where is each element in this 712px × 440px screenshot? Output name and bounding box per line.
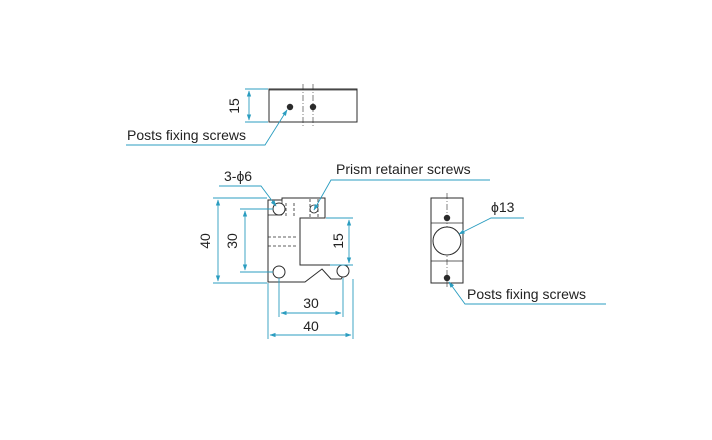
dim-width-30: 30 (303, 295, 319, 311)
front-hole-bottom-right (336, 264, 350, 278)
label-posts-fixing-screws-top: Posts fixing screws (127, 127, 246, 143)
dim-front-30: 30 (224, 233, 240, 249)
top-view: 15 Posts fixing screws (126, 84, 358, 146)
side-view-screw-bottom (443, 274, 451, 282)
side-view-screw-top (443, 214, 451, 222)
dim-top-view-15: 15 (226, 98, 242, 114)
label-phi13: ϕ13 (491, 199, 515, 215)
top-view-screw-left (286, 103, 294, 111)
front-hole-bottom-left (272, 265, 286, 279)
label-posts-fixing-screws-right: Posts fixing screws (467, 286, 586, 302)
side-view: ϕ13 Posts fixing screws (430, 193, 606, 305)
top-view-screw-right (309, 103, 317, 111)
label-3-phi6: 3-ϕ6 (224, 168, 252, 184)
dim-front-40: 40 (197, 233, 213, 249)
side-view-bore (432, 226, 462, 256)
dim-front-15: 15 (330, 233, 346, 249)
front-view: 40 30 15 30 40 3-ϕ6 Prism retainer screw… (197, 161, 490, 339)
label-prism-retainer-screws: Prism retainer screws (336, 161, 471, 177)
dim-width-40: 40 (303, 318, 319, 334)
